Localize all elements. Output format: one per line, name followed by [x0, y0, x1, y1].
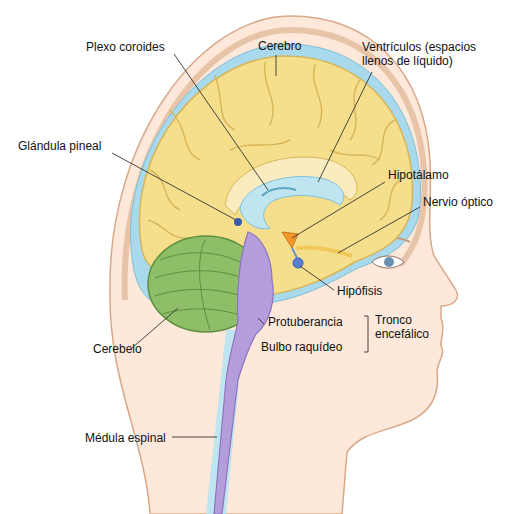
leader-line — [258, 318, 264, 324]
brain-gyri — [148, 62, 400, 238]
pituitary — [293, 258, 303, 268]
hypothalamus — [282, 232, 298, 248]
leader-line — [174, 54, 268, 190]
part-label: Hipófisis — [337, 284, 382, 298]
eye — [372, 256, 404, 268]
part-label: Cerebro — [258, 39, 301, 53]
optic-nerve — [296, 247, 352, 256]
leader-line — [300, 266, 334, 290]
part-label: Bulbo raquídeo — [261, 340, 342, 354]
part-label: Nervio óptico — [423, 195, 493, 209]
leader-line — [338, 207, 420, 253]
bracket — [364, 316, 368, 352]
part-label: Ventrículos (espacios llenos de líquido) — [362, 40, 492, 68]
leader-lines — [112, 54, 420, 437]
leader-line — [172, 437, 217, 438]
part-label: Cerebelo — [93, 342, 142, 356]
part-label: Tronco encefálico — [375, 313, 441, 341]
leader-line — [112, 153, 236, 220]
ventricles — [240, 177, 344, 229]
pituitary-stalk — [292, 248, 297, 258]
part-label: Glándula pineal — [18, 139, 101, 153]
leader-line — [292, 182, 385, 238]
part-label: Médula espinal — [85, 431, 166, 445]
leader-line — [276, 55, 277, 76]
brainstem — [214, 232, 273, 514]
iris — [384, 257, 394, 267]
part-label: Hipotálamo — [388, 168, 449, 182]
part-label: Plexo coroides — [86, 40, 165, 54]
cerebellum-folia — [155, 240, 248, 330]
leader-line — [318, 72, 372, 182]
part-label: Protuberancia — [268, 315, 343, 329]
